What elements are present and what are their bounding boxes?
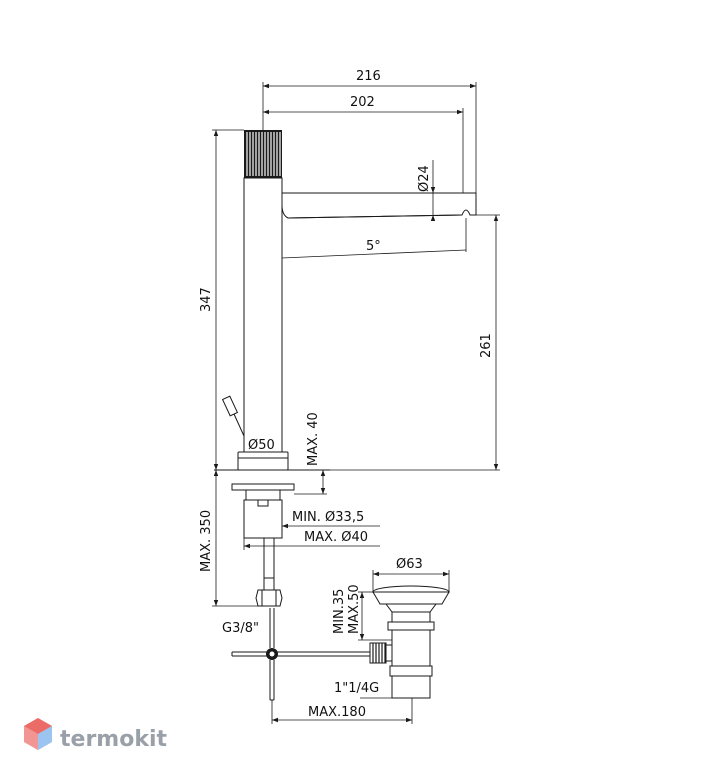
dim-216: 216	[356, 69, 381, 84]
arrowhead	[282, 523, 288, 529]
knurled-handle	[244, 130, 282, 178]
watermark-brand: termokit	[60, 727, 167, 752]
watermark-logo: termokit	[24, 718, 167, 752]
arrowhead	[320, 488, 326, 494]
dim-dia-50: Ø50	[248, 438, 275, 453]
arrowhead	[320, 470, 326, 476]
arrowhead	[457, 109, 463, 115]
faucet-body	[214, 130, 477, 607]
dimension-arrows	[213, 83, 499, 723]
arrowhead	[359, 592, 365, 598]
drain-lever	[221, 395, 245, 437]
arrowhead	[272, 717, 278, 723]
arrowhead	[430, 215, 436, 221]
arrowhead	[493, 215, 499, 221]
dimension-labels: 216 202 Ø24 5° 347 261 Ø50 MAX. 40 MIN. …	[199, 69, 494, 720]
arrowhead	[213, 470, 219, 476]
dim-max-dia-40: MAX. Ø40	[304, 530, 368, 545]
arrowhead	[430, 187, 436, 193]
arrowhead	[470, 83, 476, 89]
dim-261: 261	[479, 333, 494, 358]
arrowhead	[213, 130, 219, 136]
arrowhead	[213, 464, 219, 470]
arrowhead	[493, 464, 499, 470]
dim-min-35: MIN.35	[332, 589, 347, 634]
dim-max-350: MAX. 350	[199, 510, 214, 572]
dim-min-33-5: MIN. Ø33,5	[292, 510, 364, 525]
dim-347: 347	[199, 287, 214, 312]
dim-g3-8: G3/8"	[222, 621, 259, 636]
arrowhead	[373, 571, 379, 577]
dim-1-1-4g: 1"1/4G	[334, 681, 379, 696]
pop-up-waste	[231, 585, 450, 701]
arrowhead	[263, 83, 269, 89]
dim-dia-24: Ø24	[417, 165, 432, 192]
arrowhead	[263, 109, 269, 115]
dim-max-180: MAX.180	[308, 705, 366, 720]
arrowhead	[406, 717, 412, 723]
termokit-logo-icon	[24, 718, 52, 750]
dim-dia-63: Ø63	[396, 557, 423, 572]
dim-202: 202	[350, 95, 375, 110]
arrowhead	[213, 600, 219, 606]
arrowhead	[359, 634, 365, 640]
dim-max-40: MAX. 40	[306, 412, 321, 466]
arrowhead	[443, 571, 449, 577]
dim-max-50: MAX.50	[347, 584, 362, 634]
dim-angle-5: 5°	[366, 239, 381, 254]
arrowhead	[244, 543, 250, 549]
